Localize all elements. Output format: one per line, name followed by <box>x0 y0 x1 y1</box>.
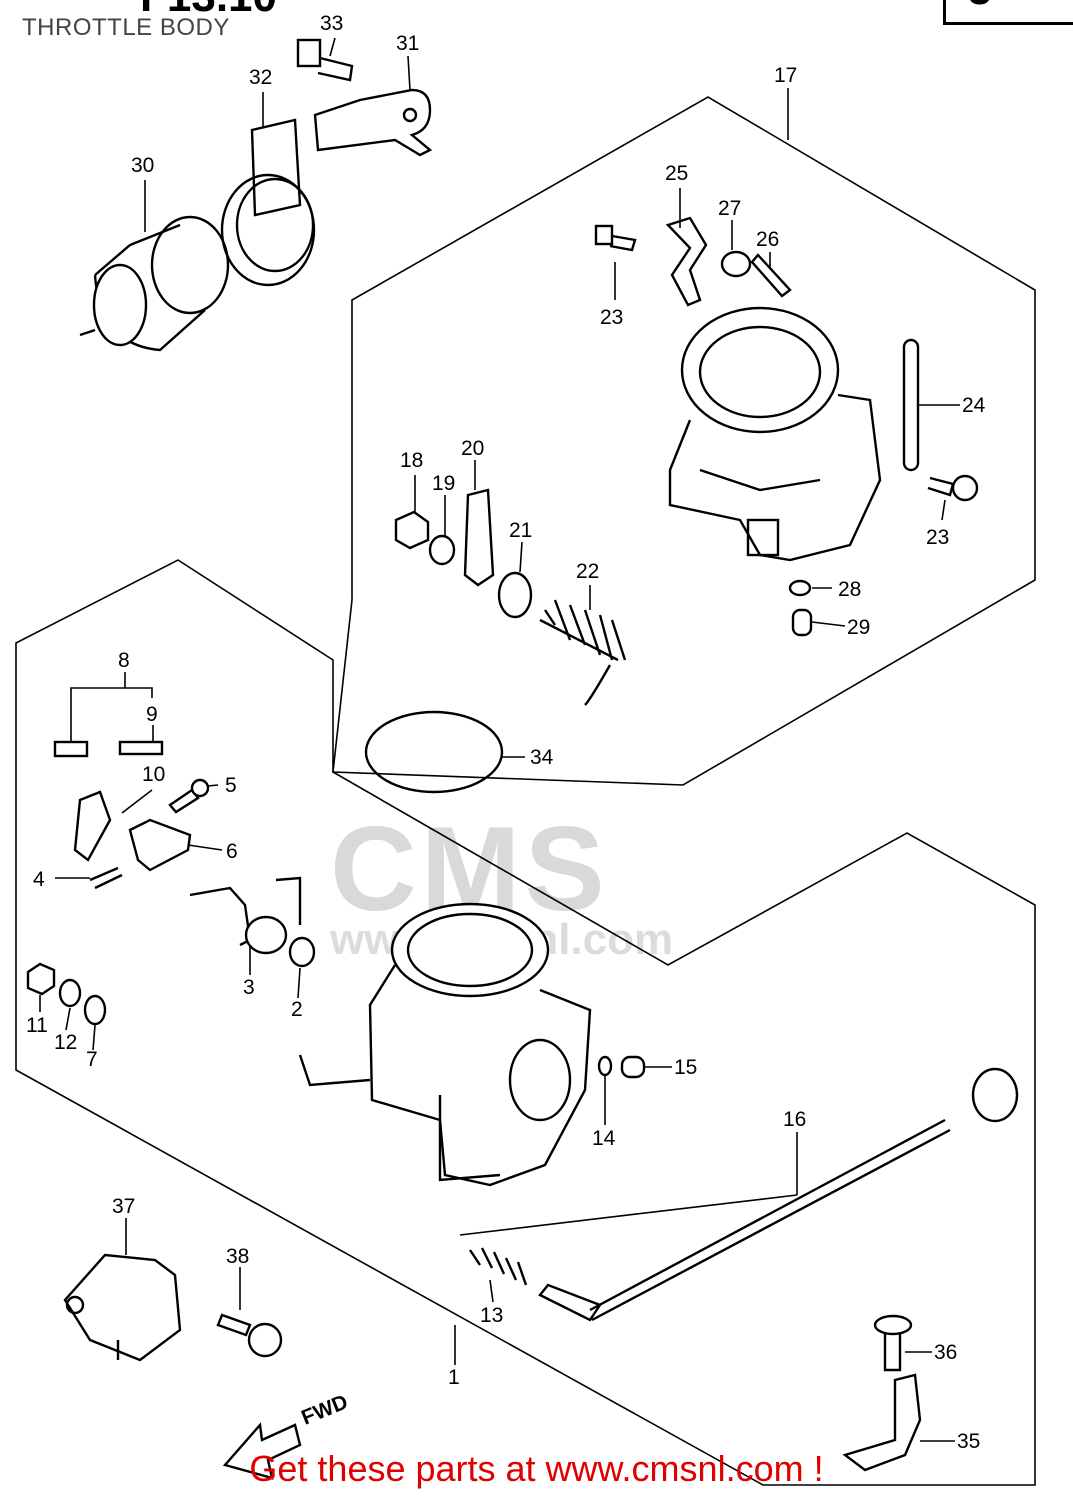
callout-28: 28 <box>838 578 861 601</box>
part-22-spring <box>539 599 627 662</box>
part-14-clip <box>597 1055 613 1077</box>
callout-16: 16 <box>783 1108 806 1131</box>
part-18-nut <box>394 510 430 550</box>
part-11-nut <box>26 962 56 996</box>
diagram-heading: F13.10 <box>140 0 277 22</box>
page-number: 3 <box>968 0 991 14</box>
part-38-screw <box>216 1313 283 1358</box>
callout-12: 12 <box>54 1031 77 1054</box>
part-17-upper-throttle-body <box>668 306 882 562</box>
callout-23-b: 23 <box>926 526 949 549</box>
callout-20: 20 <box>461 437 484 460</box>
page-number-badge: 3 <box>943 0 1073 25</box>
frame-upper-assembly <box>332 96 1036 786</box>
callout-34: 34 <box>530 746 554 769</box>
callout-2: 2 <box>291 998 303 1021</box>
part-24-strap <box>902 338 920 472</box>
callout-1: 1 <box>448 1366 460 1389</box>
footer-link[interactable]: Get these parts at www.cmsnl.com ! <box>249 1448 824 1489</box>
callout-36: 36 <box>934 1341 957 1364</box>
callout-35: 35 <box>957 1430 980 1453</box>
callout-5: 5 <box>225 774 237 797</box>
page-title: THROTTLE BODY <box>22 14 230 41</box>
callout-8: 8 <box>118 649 130 672</box>
part-37-throttle-position-sensor <box>63 1253 182 1362</box>
callout-23-a: 23 <box>600 306 623 329</box>
part-8-spring <box>53 740 89 758</box>
part-34-gasket <box>364 710 504 794</box>
part-23-screw-right <box>927 474 979 502</box>
part-16-idle-adjust-cable <box>538 1067 1019 1322</box>
callout-6: 6 <box>226 840 238 863</box>
callout-32: 32 <box>249 66 272 89</box>
part-21-bearing <box>497 571 533 619</box>
callout-30: 30 <box>131 154 154 177</box>
part-3-lever <box>189 886 252 947</box>
callout-13: 13 <box>480 1304 503 1327</box>
callout-14: 14 <box>592 1127 616 1150</box>
callout-38: 38 <box>226 1245 249 1268</box>
callout-11: 11 <box>26 1014 48 1037</box>
callout-31: 31 <box>396 32 419 55</box>
fwd-arrow-icon <box>222 1422 302 1480</box>
callout-25: 25 <box>665 162 688 185</box>
part-30-sensor <box>79 215 230 352</box>
part-28-clip <box>788 579 812 597</box>
part-12-washer <box>58 978 82 1008</box>
part-6-bracket <box>128 818 192 872</box>
part-1-main-throttle-body <box>298 902 592 1187</box>
callout-9: 9 <box>146 703 158 726</box>
part-26-screw <box>750 253 792 298</box>
part-9-spring <box>118 740 164 756</box>
callout-27: 27 <box>718 197 741 220</box>
part-31-bracket <box>313 88 433 157</box>
part-2-washer <box>288 936 316 968</box>
leader-lines <box>39 37 960 1442</box>
part-36-screw <box>873 1314 913 1372</box>
callout-10: 10 <box>142 763 165 786</box>
part-35-bracket <box>842 1373 922 1472</box>
callout-37: 37 <box>112 1195 135 1218</box>
frame-main-assembly <box>15 559 1036 1486</box>
callout-17: 17 <box>774 64 797 87</box>
fwd-label: FWD <box>298 1390 351 1429</box>
part-20-lever <box>463 488 495 587</box>
callout-22: 22 <box>576 560 599 583</box>
part-32-clamp <box>220 118 316 287</box>
part-5-screw <box>168 788 200 814</box>
callout-24: 24 <box>962 394 986 417</box>
callout-26: 26 <box>756 228 779 251</box>
part-23-screw-upper <box>594 224 637 252</box>
part-27-nut <box>720 250 752 278</box>
callout-33: 33 <box>320 12 343 35</box>
callout-4: 4 <box>33 868 45 891</box>
callout-3: 3 <box>243 976 255 999</box>
part-29-cap <box>791 608 813 637</box>
part-25-link-plate <box>665 216 708 307</box>
callout-18: 18 <box>400 449 423 472</box>
part-10-cam <box>73 790 112 862</box>
part-7-washer <box>83 994 107 1026</box>
callout-29: 29 <box>847 616 870 639</box>
callout-15: 15 <box>674 1056 697 1079</box>
part-4-spring <box>89 866 123 890</box>
part-33-bolt <box>296 38 354 82</box>
part-3-roller <box>244 915 288 955</box>
part-19-washer <box>428 534 456 566</box>
part-15-cap <box>620 1055 646 1079</box>
callout-19: 19 <box>432 472 455 495</box>
callout-7: 7 <box>86 1048 98 1071</box>
callout-21: 21 <box>509 519 532 542</box>
part-13-spring <box>469 1247 528 1286</box>
